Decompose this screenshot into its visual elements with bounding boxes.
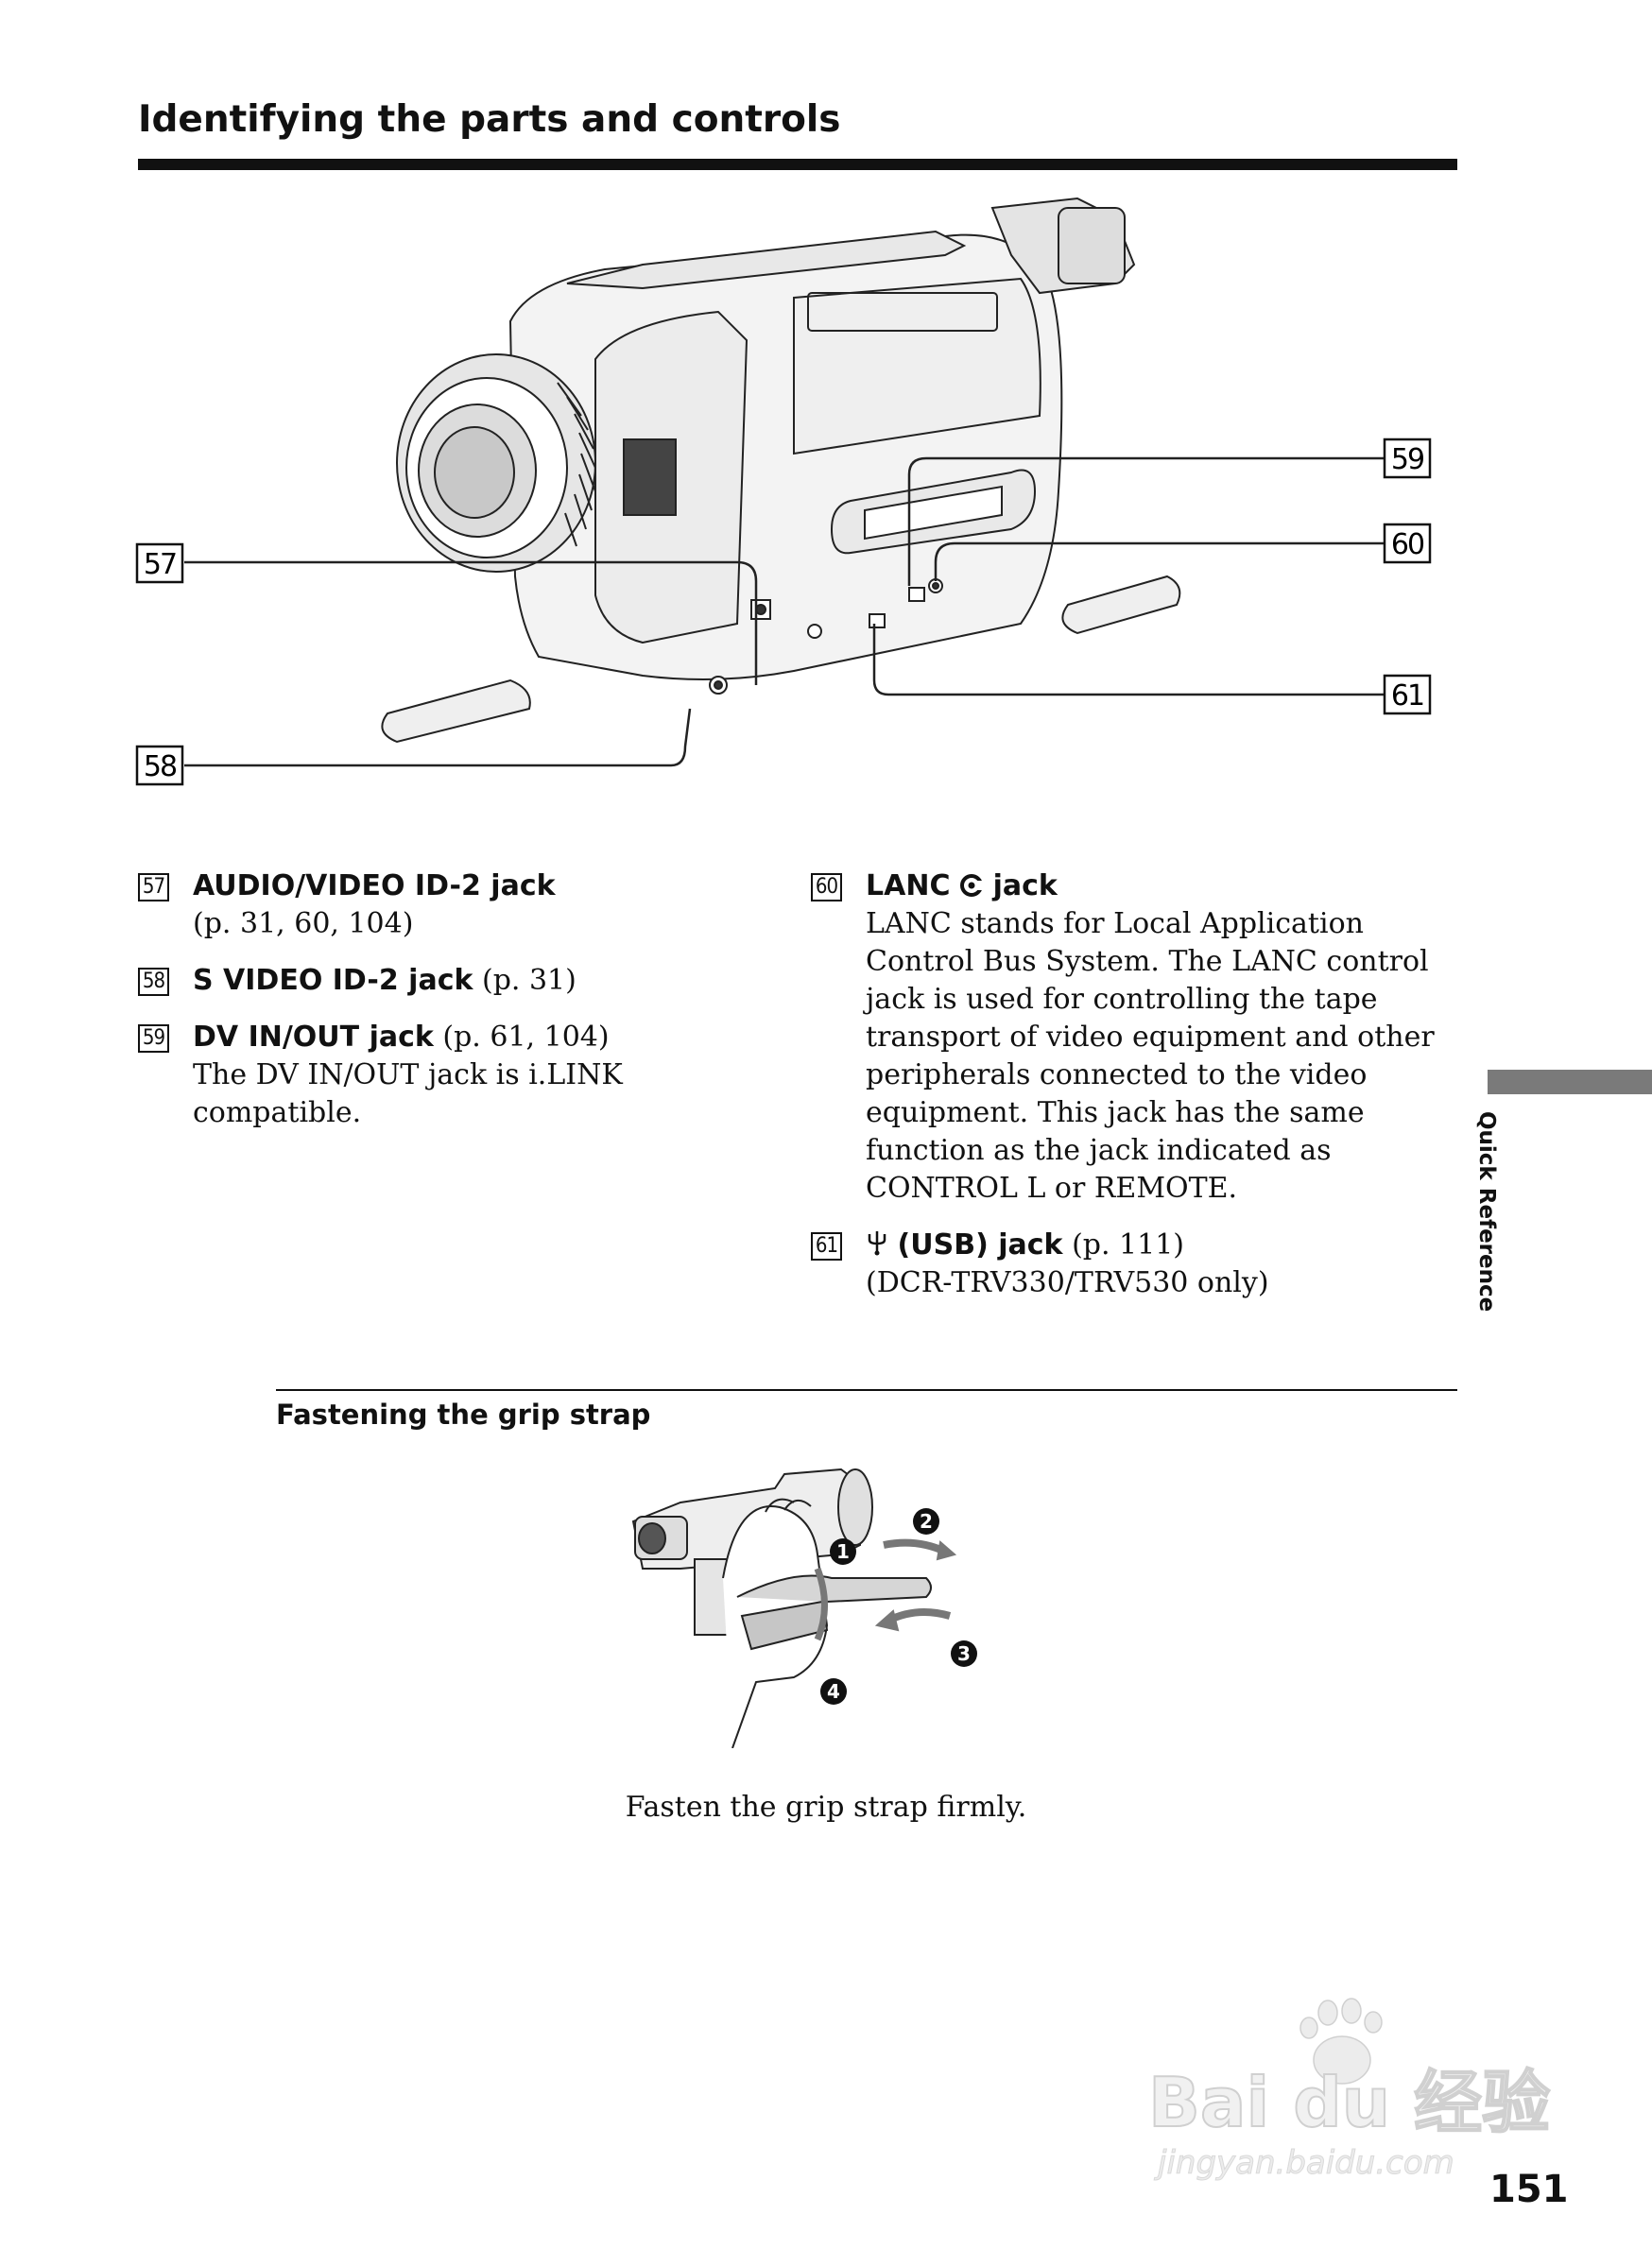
callout-60-label: 60 xyxy=(1391,528,1424,561)
page-title: Identifying the parts and controls xyxy=(138,98,841,141)
item-number: 59 xyxy=(138,1024,169,1053)
item-heading-suffix: jack xyxy=(992,869,1058,902)
watermark-url: jingyan.baidu.com xyxy=(1154,2144,1454,2182)
usb-icon xyxy=(868,1231,886,1256)
item-page-ref: (p. 31) xyxy=(481,964,576,997)
item-number: 61 xyxy=(811,1232,842,1261)
item-heading: (USB) jack xyxy=(897,1228,1063,1262)
item-number: 58 xyxy=(138,968,169,996)
callout-57-label: 57 xyxy=(144,548,176,581)
svg-text:2: 2 xyxy=(920,1510,933,1533)
grip-strap-illustration: 1 2 3 4 xyxy=(631,1468,977,1748)
item-body: LANC stands for Local Application Contro… xyxy=(866,907,1435,1205)
callout-58: 58 xyxy=(135,745,184,786)
parts-list-left: 57 AUDIO/VIDEO ID-2 jack (p. 31, 60, 104… xyxy=(138,867,705,1151)
step-marker-1: 1 xyxy=(830,1538,856,1565)
item-59: 59 DV IN/OUT jack (p. 61, 104) The DV IN… xyxy=(138,1019,705,1132)
svg-text:1: 1 xyxy=(836,1540,850,1563)
item-heading-prefix: LANC xyxy=(866,869,951,902)
callout-61-label: 61 xyxy=(1391,679,1423,712)
item-body: The DV IN/OUT jack is i.LINK compatible. xyxy=(193,1058,623,1129)
item-heading: S VIDEO ID-2 jack xyxy=(193,964,473,997)
title-rule xyxy=(138,159,1457,170)
item-57: 57 AUDIO/VIDEO ID-2 jack (p. 31, 60, 104… xyxy=(138,867,705,943)
grip-caption: Fasten the grip strap firmly. xyxy=(625,1791,1027,1824)
item-60: 60 LANC jack LANC stands for Local Appli… xyxy=(811,867,1472,1208)
callout-57: 57 xyxy=(135,542,184,584)
callout-60: 60 xyxy=(1383,523,1432,564)
callout-59-label: 59 xyxy=(1391,443,1423,476)
parts-list-right: 60 LANC jack LANC stands for Local Appli… xyxy=(811,867,1472,1321)
item-number: 57 xyxy=(138,873,169,901)
section-tab-bar xyxy=(1488,1070,1652,1094)
section-heading: Fastening the grip strap xyxy=(276,1399,651,1431)
svg-text:4: 4 xyxy=(827,1680,840,1703)
item-heading: DV IN/OUT jack xyxy=(193,1021,434,1054)
item-number: 60 xyxy=(811,873,842,901)
section-divider xyxy=(276,1389,1457,1391)
item-body: (p. 31, 60, 104) xyxy=(193,907,414,940)
step-marker-4: 4 xyxy=(820,1678,847,1705)
baidu-watermark: Bai du 经验 jingyan.baidu.com xyxy=(1148,1998,1551,2183)
svg-text:3: 3 xyxy=(957,1642,971,1665)
item-61: 61 (USB) jack (p. 111) (DCR-TRV330/TRV53… xyxy=(811,1227,1472,1302)
lanc-icon xyxy=(960,874,984,897)
camcorder-illustration: 57 58 59 60 61 xyxy=(135,197,1432,786)
item-page-ref: (p. 111) xyxy=(1072,1228,1185,1262)
step-marker-2: 2 xyxy=(913,1508,939,1535)
page-number: 151 xyxy=(1489,2168,1569,2211)
watermark-logo: Bai du 经验 xyxy=(1148,2063,1550,2142)
item-body: (DCR-TRV330/TRV530 only) xyxy=(866,1266,1269,1299)
item-58: 58 S VIDEO ID-2 jack (p. 31) xyxy=(138,962,705,1000)
section-tab-label: Quick Reference xyxy=(1474,1111,1499,1313)
item-heading: AUDIO/VIDEO ID-2 jack xyxy=(193,869,556,902)
callout-58-label: 58 xyxy=(144,750,177,783)
callout-59: 59 xyxy=(1383,438,1432,479)
callout-61: 61 xyxy=(1383,674,1432,715)
item-page-ref: (p. 61, 104) xyxy=(442,1021,610,1054)
step-marker-3: 3 xyxy=(951,1640,977,1667)
